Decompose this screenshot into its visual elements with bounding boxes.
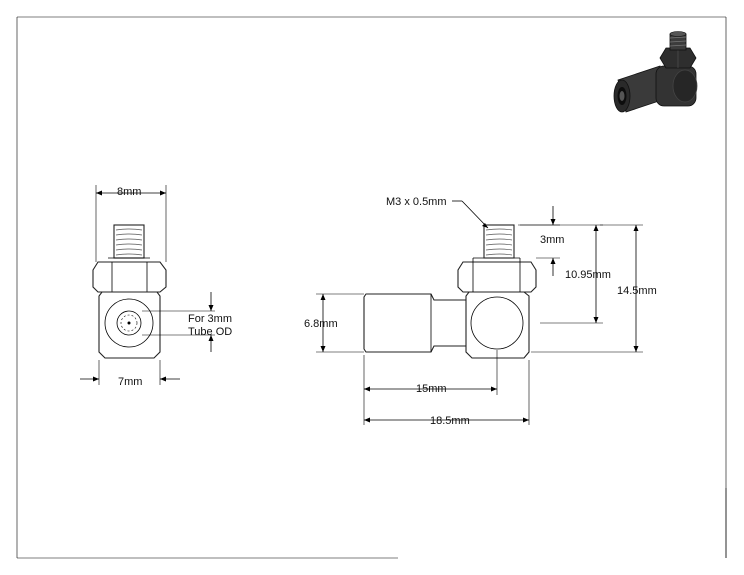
tube-note-line2: Tube OD	[188, 326, 232, 338]
front-body	[98, 291, 161, 359]
tube-diameter-label: 6.8mm	[304, 318, 338, 330]
thread-height-label: 3mm	[540, 234, 564, 246]
front-width-dimension	[95, 185, 167, 262]
center-height-label: 10.95mm	[565, 269, 611, 281]
side-view: M3 x 0.5mm 3mm 10.95mm 14.5mm	[304, 196, 657, 427]
side-hex-nut	[457, 257, 537, 293]
center-height-dimension	[520, 224, 603, 324]
tube-note-line1: For 3mm	[188, 313, 232, 325]
tube-od-dimension	[142, 292, 215, 352]
front-width-label: 8mm	[117, 186, 141, 198]
center-length-dimension	[363, 350, 498, 425]
overall-height-label: 14.5mm	[617, 285, 657, 297]
front-thread-stud	[108, 224, 150, 259]
overall-height-dimension	[531, 224, 643, 353]
overall-length-label: 18.5mm	[430, 415, 470, 427]
thread-spec-label: M3 x 0.5mm	[386, 196, 447, 208]
thread-leader	[452, 200, 489, 229]
front-bottom-label: 7mm	[118, 376, 142, 388]
center-length-label: 15mm	[416, 383, 447, 395]
front-hex-nut	[92, 261, 167, 293]
front-bottom-dimension	[80, 360, 180, 385]
tube-diameter-dimension	[316, 293, 364, 353]
front-view: 8mm For 3mm Tube OD 7mm	[80, 185, 232, 388]
side-thread-stud	[483, 224, 515, 259]
overall-length-dimension	[364, 360, 530, 425]
sheet-border	[16, 16, 727, 559]
side-tube	[363, 293, 468, 353]
side-body	[465, 291, 530, 359]
elbow-fitting-3d-render-icon	[613, 31, 698, 113]
